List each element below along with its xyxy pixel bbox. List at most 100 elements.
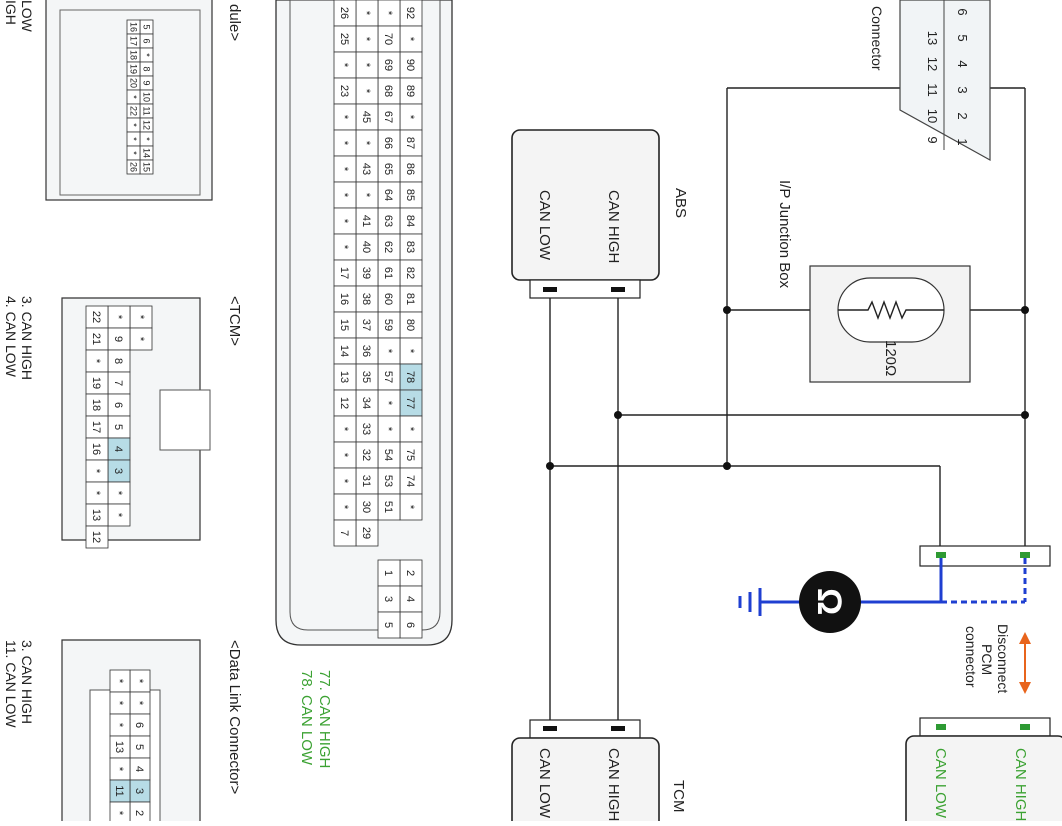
pin-number: * — [90, 491, 102, 496]
pin-number: 54 — [382, 449, 394, 461]
pin-number: 63 — [382, 215, 394, 227]
pin-number: 36 — [360, 345, 372, 357]
tcm-caption: <TCM> — [226, 296, 243, 346]
pin-number: 37 — [360, 319, 372, 331]
pin-number: 2 — [404, 570, 416, 576]
pin-number: * — [90, 359, 102, 364]
pin-number: * — [404, 37, 416, 42]
pin-number: 3 — [382, 596, 394, 602]
arrow-up-icon — [1019, 632, 1031, 644]
pin-number: 16 — [128, 22, 138, 32]
pcm-module: CAN HIGH CAN LOW — [905, 717, 1062, 826]
pin-number: * — [113, 811, 125, 816]
pin-number: 4 — [404, 596, 416, 602]
pin-number: 51 — [382, 501, 394, 513]
conn-pin: 1 — [955, 138, 970, 145]
abs-can-high: CAN HIGH — [605, 190, 622, 263]
disconnect-line-3: connector — [963, 626, 979, 688]
pin-number: 78 — [404, 371, 416, 383]
pin-number: * — [90, 469, 102, 474]
pin-number: 4 — [112, 446, 124, 452]
dlc-caption: <Data Link Connector> — [226, 640, 243, 795]
pin-number: 77 — [404, 397, 416, 409]
edge-label: IGH — [3, 0, 19, 25]
pin-number: 13 — [90, 509, 102, 521]
pcm-pin-labels: 77. CAN HIGH 78. CAN LOW — [298, 670, 333, 768]
pin-number: 19 — [90, 377, 102, 389]
pin-number: 41 — [360, 215, 372, 227]
pin-number: 16 — [338, 293, 350, 305]
pin-number: 5 — [112, 424, 124, 430]
abs-can-low: CAN LOW — [536, 190, 553, 261]
pcm-connector-face: 92*9089*8786858483828180*7877*7574**7069… — [226, 0, 453, 646]
dlc-pin-label: 11. CAN LOW — [3, 640, 19, 728]
resistor-value: 120Ω — [882, 340, 899, 376]
pin-number: 7 — [112, 380, 124, 386]
pin-number: 67 — [382, 111, 394, 123]
dlc-pin-labels: 3. CAN HIGH 11. CAN LOW — [3, 640, 35, 728]
pin-number: 14 — [338, 345, 350, 357]
pin-number: * — [382, 401, 394, 406]
pin-number: * — [338, 115, 350, 120]
pin-cell — [377, 611, 401, 639]
pin-number: 8 — [112, 358, 124, 364]
conn-pin: 12 — [925, 57, 940, 71]
disconnect-line-1: Disconnect — [995, 624, 1011, 693]
pin-number: * — [404, 115, 416, 120]
pin-number: 12 — [90, 531, 102, 543]
pin-number: 32 — [360, 449, 372, 461]
pin-number: 17 — [128, 36, 138, 46]
pin-number: * — [338, 453, 350, 458]
pin-number: 18 — [128, 50, 138, 60]
pin-number: 11 — [113, 785, 125, 796]
pcm-pin-grid: 92*9089*8786858483828180*7877*7574**7069… — [333, 0, 423, 639]
pin-number: * — [338, 479, 350, 484]
pin-number: 64 — [382, 189, 394, 201]
pcm-can-low: CAN LOW — [932, 748, 949, 819]
pin-number: 6 — [133, 722, 145, 728]
pin-number: 12 — [338, 397, 350, 409]
left-edge-labels: LOW IGH — [3, 0, 35, 33]
pin-number: * — [128, 151, 138, 155]
pin-number: * — [360, 89, 372, 94]
pin-number: 6 — [112, 402, 124, 408]
pin-number: * — [141, 137, 151, 141]
pin-number: 6 — [141, 38, 151, 43]
pin-number: 8 — [141, 66, 151, 71]
pin-number: 34 — [360, 397, 372, 409]
conn-pin: 13 — [925, 31, 940, 45]
pin-number: 59 — [382, 319, 394, 331]
pin-number: 80 — [404, 319, 416, 331]
pin-number: * — [360, 37, 372, 42]
abs-module: ABS CAN HIGH CAN LOW — [511, 129, 689, 299]
tcm-title: TCM — [670, 780, 687, 813]
pin-number: 53 — [382, 475, 394, 487]
pin-number: * — [404, 349, 416, 354]
pin-number: * — [141, 53, 151, 57]
pin-number: * — [128, 137, 138, 141]
pin-number: * — [338, 219, 350, 224]
pin-number: 15 — [338, 319, 350, 331]
pcm-pin-label: 77. CAN HIGH — [316, 670, 333, 768]
pin-number: * — [128, 123, 138, 127]
arrow-down-icon — [1019, 682, 1031, 694]
pin-number: 26 — [338, 7, 350, 19]
pin-number: * — [113, 679, 125, 684]
pin-number: * — [382, 11, 394, 16]
pin-number: 3 — [112, 468, 124, 474]
pin-number: * — [134, 315, 146, 320]
pin-cell — [333, 519, 357, 547]
pin-number: * — [338, 245, 350, 250]
pin-number: 61 — [382, 267, 394, 279]
pin-number: * — [382, 349, 394, 354]
pin-number: 70 — [382, 33, 394, 45]
pin-number: 9 — [141, 80, 151, 85]
pin-number: 65 — [382, 163, 394, 175]
pin-number: 15 — [141, 162, 151, 172]
pin-number: * — [360, 63, 372, 68]
pin-number: 83 — [404, 241, 416, 253]
conn-pin: 10 — [925, 109, 940, 123]
pin-number: 22 — [128, 106, 138, 116]
